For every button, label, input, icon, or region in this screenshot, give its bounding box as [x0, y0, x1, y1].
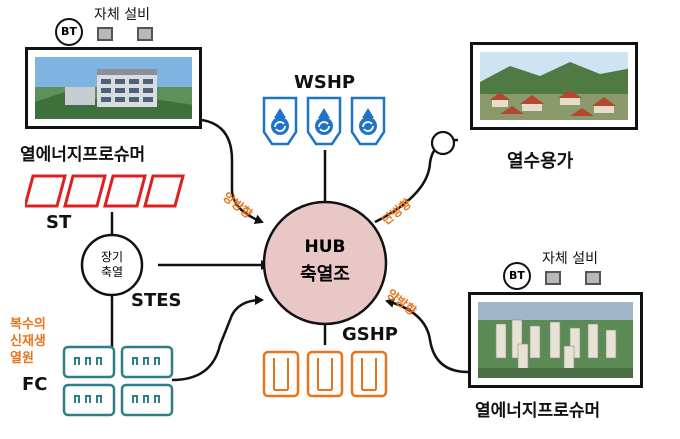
prosumer-bottom-label: 열에너지프로슈머	[475, 401, 601, 421]
line-prosumer-bottom	[385, 298, 469, 374]
building-photo-top	[25, 47, 202, 129]
gshp-label: GSHP	[342, 324, 398, 345]
hub-label-ko: 축열조	[300, 264, 350, 285]
bt-badge-top: BT	[55, 18, 83, 46]
gshp-unit-2	[306, 350, 344, 398]
apartment-photo	[468, 292, 643, 388]
equipment-label-top: 자체 설비	[94, 7, 150, 23]
equipment-icon-bottom-2	[585, 271, 601, 285]
stes-circle	[80, 233, 144, 297]
st-panel-1	[25, 174, 67, 208]
wshp-label: WSHP	[294, 72, 356, 93]
stes-node-text: 장기 축열	[100, 250, 124, 279]
consumer-label: 열수용가	[507, 151, 574, 172]
hub-circle	[262, 200, 388, 326]
office-building-image	[35, 57, 192, 119]
village-image	[480, 52, 628, 120]
fc-label: FC	[22, 374, 48, 395]
prosumer-top-label: 열에너지프로슈머	[20, 145, 146, 165]
solar-thermal-panels	[25, 174, 185, 208]
fuel-cell-units	[62, 345, 174, 417]
wshp-units	[262, 96, 386, 146]
equipment-label-bottom: 자체 설비	[542, 251, 598, 267]
village-photo	[470, 42, 638, 130]
line-fc	[171, 295, 264, 382]
st-panel-4	[143, 174, 185, 208]
hub-label-en: HUB	[304, 237, 346, 257]
renewable-sources-note: 복수의 신재생 열원	[10, 317, 46, 366]
equipment-icon-top-2	[137, 27, 153, 41]
gshp-unit-3	[350, 350, 388, 398]
bt-badge-bottom: BT	[503, 262, 531, 290]
gshp-unit-1	[262, 350, 300, 398]
line-prosumer-top	[201, 118, 264, 225]
equipment-icon-top-1	[97, 27, 113, 41]
gshp-units	[262, 350, 388, 398]
consumer-valve	[430, 130, 456, 156]
equipment-icon-bottom-1	[545, 271, 561, 285]
apartment-complex-image	[478, 302, 633, 378]
stes-label: STES	[131, 290, 182, 311]
st-panel-2	[63, 174, 107, 208]
st-label: ST	[46, 212, 72, 233]
st-panel-3	[103, 174, 147, 208]
